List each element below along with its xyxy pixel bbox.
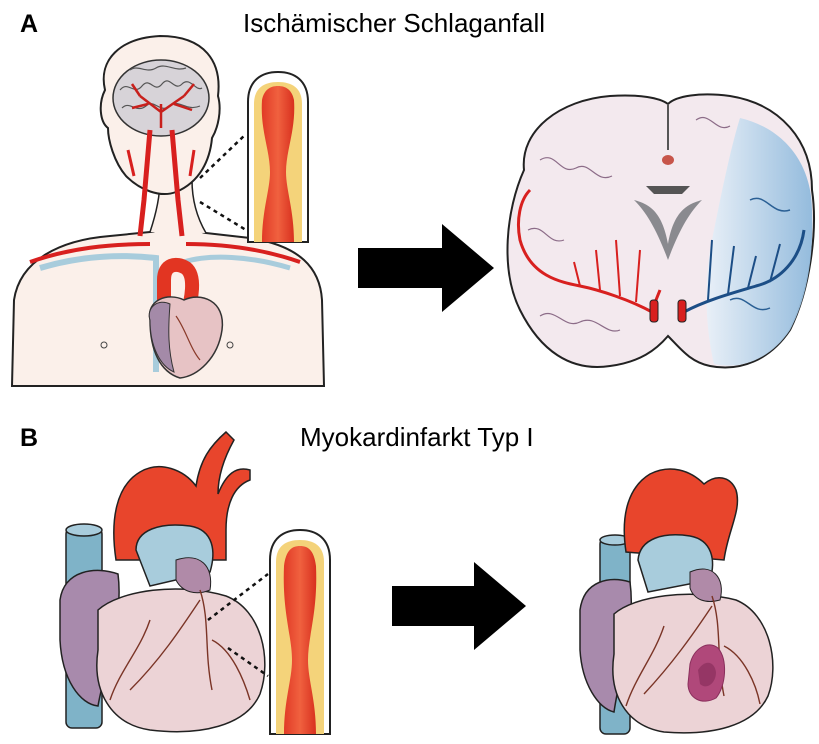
heart-anterior-view-icon bbox=[60, 432, 265, 732]
heart-with-infarct-icon bbox=[580, 469, 773, 734]
brain-coronal-section-icon bbox=[508, 94, 814, 367]
arrow-right-b-icon bbox=[392, 562, 526, 650]
arrow-right-a-icon bbox=[358, 224, 494, 312]
